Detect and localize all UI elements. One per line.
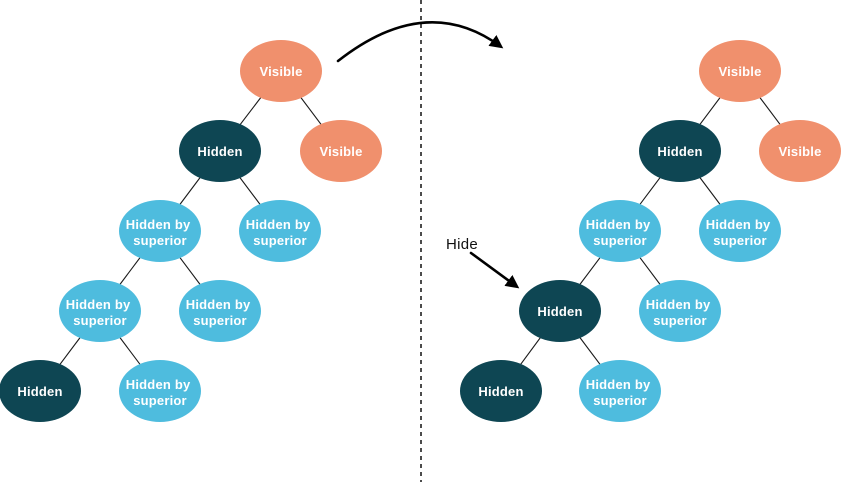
node-label: Hidden [478, 384, 523, 399]
node-label: Hidden [17, 384, 62, 399]
before-node-left-hidden: Hidden [179, 120, 261, 182]
after-node-right-visible: Visible [759, 120, 841, 182]
after-node-level2-left-hbs: Hidden by superior [579, 200, 661, 262]
before-node-level2-right-hbs: Hidden by superior [239, 200, 321, 262]
tree-after: Visible Hidden Visible Hidden by superio… [460, 40, 841, 422]
before-node-level2-left-hbs: Hidden by superior [119, 200, 201, 262]
before-node-root-visible: Visible [240, 40, 322, 102]
node-label: Hidden by superior [66, 297, 134, 328]
node-label: Hidden [657, 144, 702, 159]
before-node-level3-left-hbs: Hidden by superior [59, 280, 141, 342]
node-label: Hidden by superior [126, 377, 194, 408]
before-node-right-visible: Visible [300, 120, 382, 182]
hide-annotation-label: Hide [446, 236, 478, 253]
hide-annotation-arrow [469, 251, 520, 289]
node-label: Hidden by superior [186, 297, 254, 328]
after-node-root-visible: Visible [699, 40, 781, 102]
after-node-level3-right-hbs: Hidden by superior [639, 280, 721, 342]
node-label: Hidden [197, 144, 242, 159]
node-label: Hidden by superior [706, 217, 774, 248]
node-label: Hidden by superior [646, 297, 714, 328]
before-node-level3-right-hbs: Hidden by superior [179, 280, 261, 342]
after-node-level4-left-hidden: Hidden [460, 360, 542, 422]
node-label: Hidden by superior [126, 217, 194, 248]
before-node-level4-right-hbs: Hidden by superior [119, 360, 201, 422]
node-label: Visible [319, 144, 362, 159]
node-label: Visible [778, 144, 821, 159]
node-label: Hidden by superior [246, 217, 314, 248]
node-label: Hidden [537, 304, 582, 319]
node-label: Visible [259, 64, 302, 79]
node-label: Hidden by superior [586, 377, 654, 408]
node-label: Hidden by superior [586, 217, 654, 248]
after-node-level2-right-hbs: Hidden by superior [699, 200, 781, 262]
tree-before: Visible Hidden Visible Hidden by superio… [0, 40, 382, 422]
before-node-level4-left-hidden: Hidden [0, 360, 81, 422]
transition-arrow [336, 21, 504, 63]
after-node-level3-left-hidden: Hidden [519, 280, 601, 342]
after-node-level4-right-hbs: Hidden by superior [579, 360, 661, 422]
node-label: Visible [718, 64, 761, 79]
after-node-left-hidden: Hidden [639, 120, 721, 182]
